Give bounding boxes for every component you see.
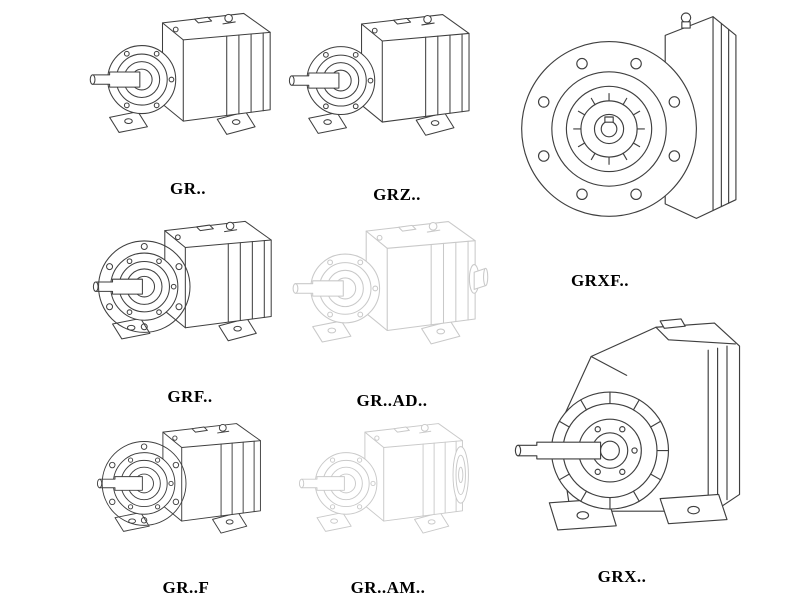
figure-grxf: GRXF.. bbox=[496, 0, 772, 292]
figure-gr-ad: GR..AD.. bbox=[290, 212, 494, 412]
input-adapter-gearbox-icon bbox=[293, 222, 488, 344]
figure-grf: GRF.. bbox=[86, 212, 294, 408]
foot-mounted-gearbox-icon bbox=[90, 13, 270, 134]
large-foot-mounted-gearbox-icon bbox=[515, 319, 739, 530]
figure-label-gr-f: GR..F bbox=[162, 578, 210, 597]
flange-mounted-gearbox-icon bbox=[93, 221, 271, 340]
flange-mounted-gearbox-icon bbox=[97, 424, 260, 534]
figure-grx: GRX.. bbox=[496, 298, 772, 588]
figure-label-gr-ad: GR..AD.. bbox=[356, 391, 428, 410]
figure-label-grx: GRX.. bbox=[597, 567, 647, 586]
figure-label-grxf: GRXF.. bbox=[570, 271, 630, 290]
figure-label-gr: GR.. bbox=[170, 179, 206, 198]
gearbox-drawing-grxf bbox=[496, 0, 772, 260]
gearbox-drawing-gr-f bbox=[86, 415, 286, 569]
flange-front-gearbox-icon bbox=[522, 13, 736, 218]
figure-gr-am: GR..AM.. bbox=[290, 415, 486, 599]
gearbox-drawing-gr bbox=[86, 4, 290, 174]
figure-gr-f: GR..F bbox=[86, 415, 286, 599]
figure-label-grf: GRF.. bbox=[167, 387, 213, 406]
figure-label-gr-am: GR..AM.. bbox=[350, 578, 426, 597]
gearbox-drawing-grx bbox=[496, 298, 772, 554]
motor-adapter-gearbox-icon bbox=[299, 424, 468, 534]
figure-label-grz: GRZ.. bbox=[373, 185, 421, 204]
gearbox-drawing-gr-am bbox=[290, 415, 486, 569]
gearbox-drawing-grf bbox=[86, 212, 294, 380]
gearbox-drawing-grz bbox=[288, 4, 486, 176]
figure-gr: GR.. bbox=[86, 4, 290, 200]
figure-grz: GRZ.. bbox=[288, 4, 486, 206]
gearbox-drawing-gr-ad bbox=[290, 212, 494, 384]
foot-mounted-gearbox-icon bbox=[289, 15, 469, 136]
